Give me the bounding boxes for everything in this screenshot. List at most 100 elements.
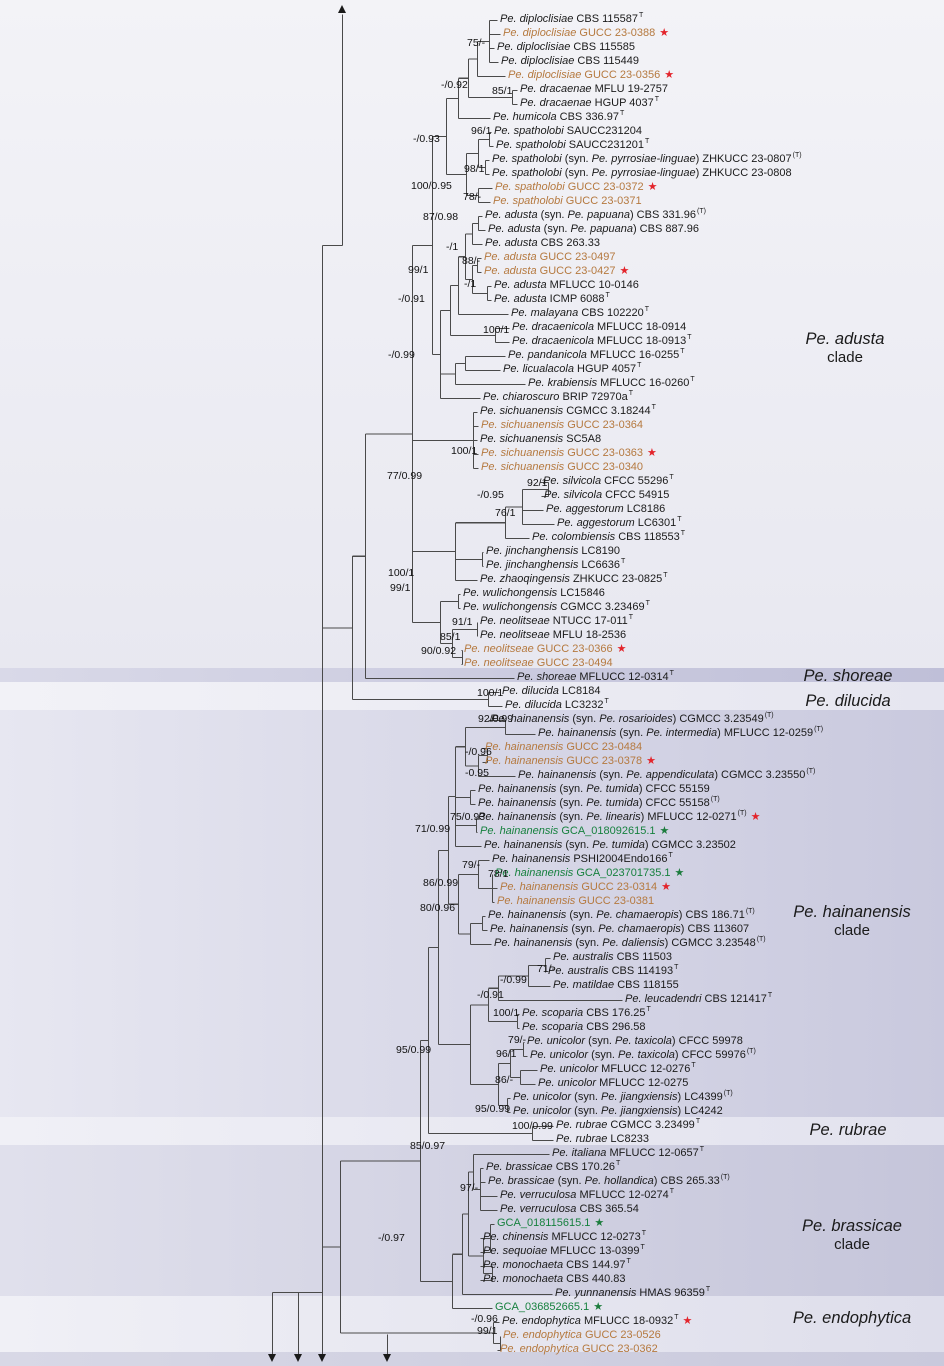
taxon-name: Pe. hainanensis — [490, 923, 569, 935]
taxon-name: Pe. spatholobi — [494, 125, 564, 137]
type-strain-superscript: T — [644, 306, 649, 314]
type-strain-superscript: T — [663, 572, 668, 580]
type-strain-superscript: T — [616, 1160, 621, 1168]
taxon-label: Pe. scoparia CBS 296.58 — [522, 1021, 646, 1034]
type-strain-superscript: T — [620, 558, 626, 566]
taxon-name: Pe. spatholobi — [492, 167, 562, 179]
type-strain-superscript: T — [605, 292, 610, 300]
taxon-label: Pe. sichuanensis CGMCC 3.18244T — [480, 404, 656, 418]
clade-name: Pe. brassicae — [802, 1217, 902, 1235]
taxon-label: Pe. adusta GUCC 23-0497 — [484, 251, 615, 264]
taxon-label: Pe. neolitseae NTUCC 17-011T — [480, 614, 634, 628]
new-strain-star-icon: ★ — [659, 27, 670, 39]
taxon-label: Pe. hainanensis GUCC 23-0381 — [497, 895, 654, 908]
taxon-name: Pe. sichuanensis — [481, 461, 565, 473]
taxon-name: Pe. unicolor — [513, 1091, 572, 1103]
support-value: 100/1 — [483, 324, 510, 336]
taxon-name: Pe. hainanensis — [485, 755, 564, 767]
strain-code: ) CGMCC 3.23548 — [664, 937, 756, 949]
taxon-label: Pe. spatholobi GUCC 23-0372★ — [495, 181, 657, 194]
strain-code: MFLUCC 18-0913 — [593, 335, 687, 347]
taxon-label: Pe. adusta (syn. Pe. papuana) CBS 331.96… — [485, 208, 706, 222]
taxon-name: Pe. silvicola — [543, 475, 602, 487]
taxon-label: Pe. dracaenicola MFLUCC 18-0913T — [512, 334, 692, 348]
strain-code: ) CFCC 59978 — [671, 1035, 743, 1047]
support-value: -/0.99 — [388, 349, 415, 361]
strain-code: CBS 118553 — [615, 531, 680, 543]
taxon-label: Pe. sichuanensis GUCC 23-0364 — [481, 419, 643, 432]
support-value: 71/0.99 — [415, 823, 451, 835]
taxon-name: Pe. unicolor — [538, 1077, 597, 1089]
type-strain-superscript: (T) — [737, 810, 747, 818]
taxon-name: Pe. jinchanghensis — [486, 559, 579, 571]
strain-code: (syn. — [585, 1035, 616, 1047]
taxon-name: Pe. hainanensis — [491, 713, 570, 725]
taxon-label: Pe. spatholobi (syn. Pe. pyrrosiae-lingu… — [492, 152, 802, 166]
type-strain-superscript: (T) — [696, 208, 706, 216]
support-value: 100/1 — [493, 1007, 520, 1019]
type-strain-superscript: (T) — [756, 936, 766, 944]
new-strain-star-icon: ★ — [647, 181, 658, 193]
taxon-label: Pe. hainanensis (syn. Pe. tumida) CGMCC … — [484, 839, 736, 852]
support-value: 88/- — [462, 255, 481, 267]
type-strain-superscript: (T) — [814, 726, 824, 734]
strain-code: CBS 170.26 — [552, 1161, 616, 1173]
taxon-label: Pe. italiana MFLUCC 12-0657T — [552, 1146, 704, 1160]
taxon-name: Pe. diploclisiae — [501, 55, 575, 67]
strain-code: ) CBS 265.33 — [653, 1175, 720, 1187]
taxon-name: Pe. pandanicola — [508, 349, 587, 361]
taxon-label: Pe. brassicae CBS 170.26T — [486, 1160, 621, 1174]
taxon-label: Pe. hainanensis GUCC 23-0314★ — [500, 881, 671, 894]
new-strain-star-icon: ★ — [616, 643, 627, 655]
taxon-label: Pe. adusta (syn. Pe. papuana) CBS 887.96 — [488, 223, 699, 236]
taxon-name: Pe. monochaeta — [483, 1259, 564, 1271]
strain-code: ) CBS 186.71 — [678, 909, 745, 921]
taxon-label: Pe. malayana CBS 102220T — [511, 306, 649, 320]
new-strain-star-icon: ★ — [664, 69, 675, 81]
type-strain-superscript: T — [669, 670, 674, 678]
strain-code: ) ZHKUCC 23-0807 — [695, 153, 792, 165]
taxon-label: Pe. zhaoqingensis ZHKUCC 23-0825T — [480, 572, 668, 586]
clade-name: Pe. adusta — [805, 330, 885, 348]
taxon-name: Pe. diploclisiae — [500, 13, 574, 25]
support-value: 86/- — [495, 1074, 514, 1086]
strain-code: GCA_018092615.1 — [558, 825, 656, 837]
taxon-name: Pe. dilucida — [505, 699, 562, 711]
taxon-name: Pe. scoparia — [522, 1021, 584, 1033]
taxon-label: Pe. diploclisiae CBS 115585 — [497, 41, 635, 54]
taxon-name: Pe. neolitseae — [464, 657, 534, 669]
continuation-arrow-down-icon — [268, 1354, 276, 1362]
strain-code: GUCC 23-0497 — [536, 251, 616, 263]
taxon-label: Pe. licualacola HGUP 4057T — [503, 362, 641, 376]
taxon-name: Pe. tumida — [592, 839, 645, 851]
taxon-label: Pe. rubrae LC8233 — [556, 1133, 649, 1146]
taxon-label: Pe. dracaenae MFLU 19-2757 — [520, 83, 668, 96]
clade-label: Pe. dilucida — [805, 692, 890, 711]
strain-code: CBS 440.83 — [563, 1273, 626, 1285]
strain-code: ) CBS 113607 — [680, 923, 750, 935]
type-strain-superscript: T — [668, 852, 673, 860]
strain-code: ) CFCC 59976 — [674, 1049, 746, 1061]
strain-code: CBS 115587 — [573, 13, 638, 25]
strain-code: LC3232 — [561, 699, 604, 711]
taxon-name: Pe. neolitseae — [480, 615, 550, 627]
strain-code: (syn. — [561, 167, 592, 179]
type-strain-superscript: (T) — [723, 1090, 733, 1098]
taxon-label: Pe. adusta MFLUCC 10-0146 — [494, 279, 639, 292]
type-strain-superscript: T — [628, 614, 634, 622]
new-strain-star-icon: ★ — [646, 755, 657, 767]
strain-code: HMAS 96359 — [636, 1287, 705, 1299]
strain-code: GUCC 23-0340 — [564, 461, 644, 473]
taxon-name: Pe. aggestorum — [557, 517, 635, 529]
type-strain-superscript: T — [767, 992, 773, 1000]
strain-code: LC8190 — [578, 545, 620, 557]
taxon-label: Pe. verruculosa CBS 365.54 — [500, 1203, 639, 1216]
taxon-label: Pe. monochaeta CBS 144.97T — [483, 1258, 631, 1272]
genome-star-icon: ★ — [593, 1301, 604, 1313]
taxon-name: Pe. adusta — [494, 279, 547, 291]
taxon-name: Pe. endophytica — [500, 1343, 579, 1355]
taxon-label: Pe. spatholobi GUCC 23-0371 — [493, 195, 642, 208]
taxon-name: Pe. chamaeropis — [598, 923, 681, 935]
clade-name: Pe. rubrae — [809, 1121, 887, 1139]
